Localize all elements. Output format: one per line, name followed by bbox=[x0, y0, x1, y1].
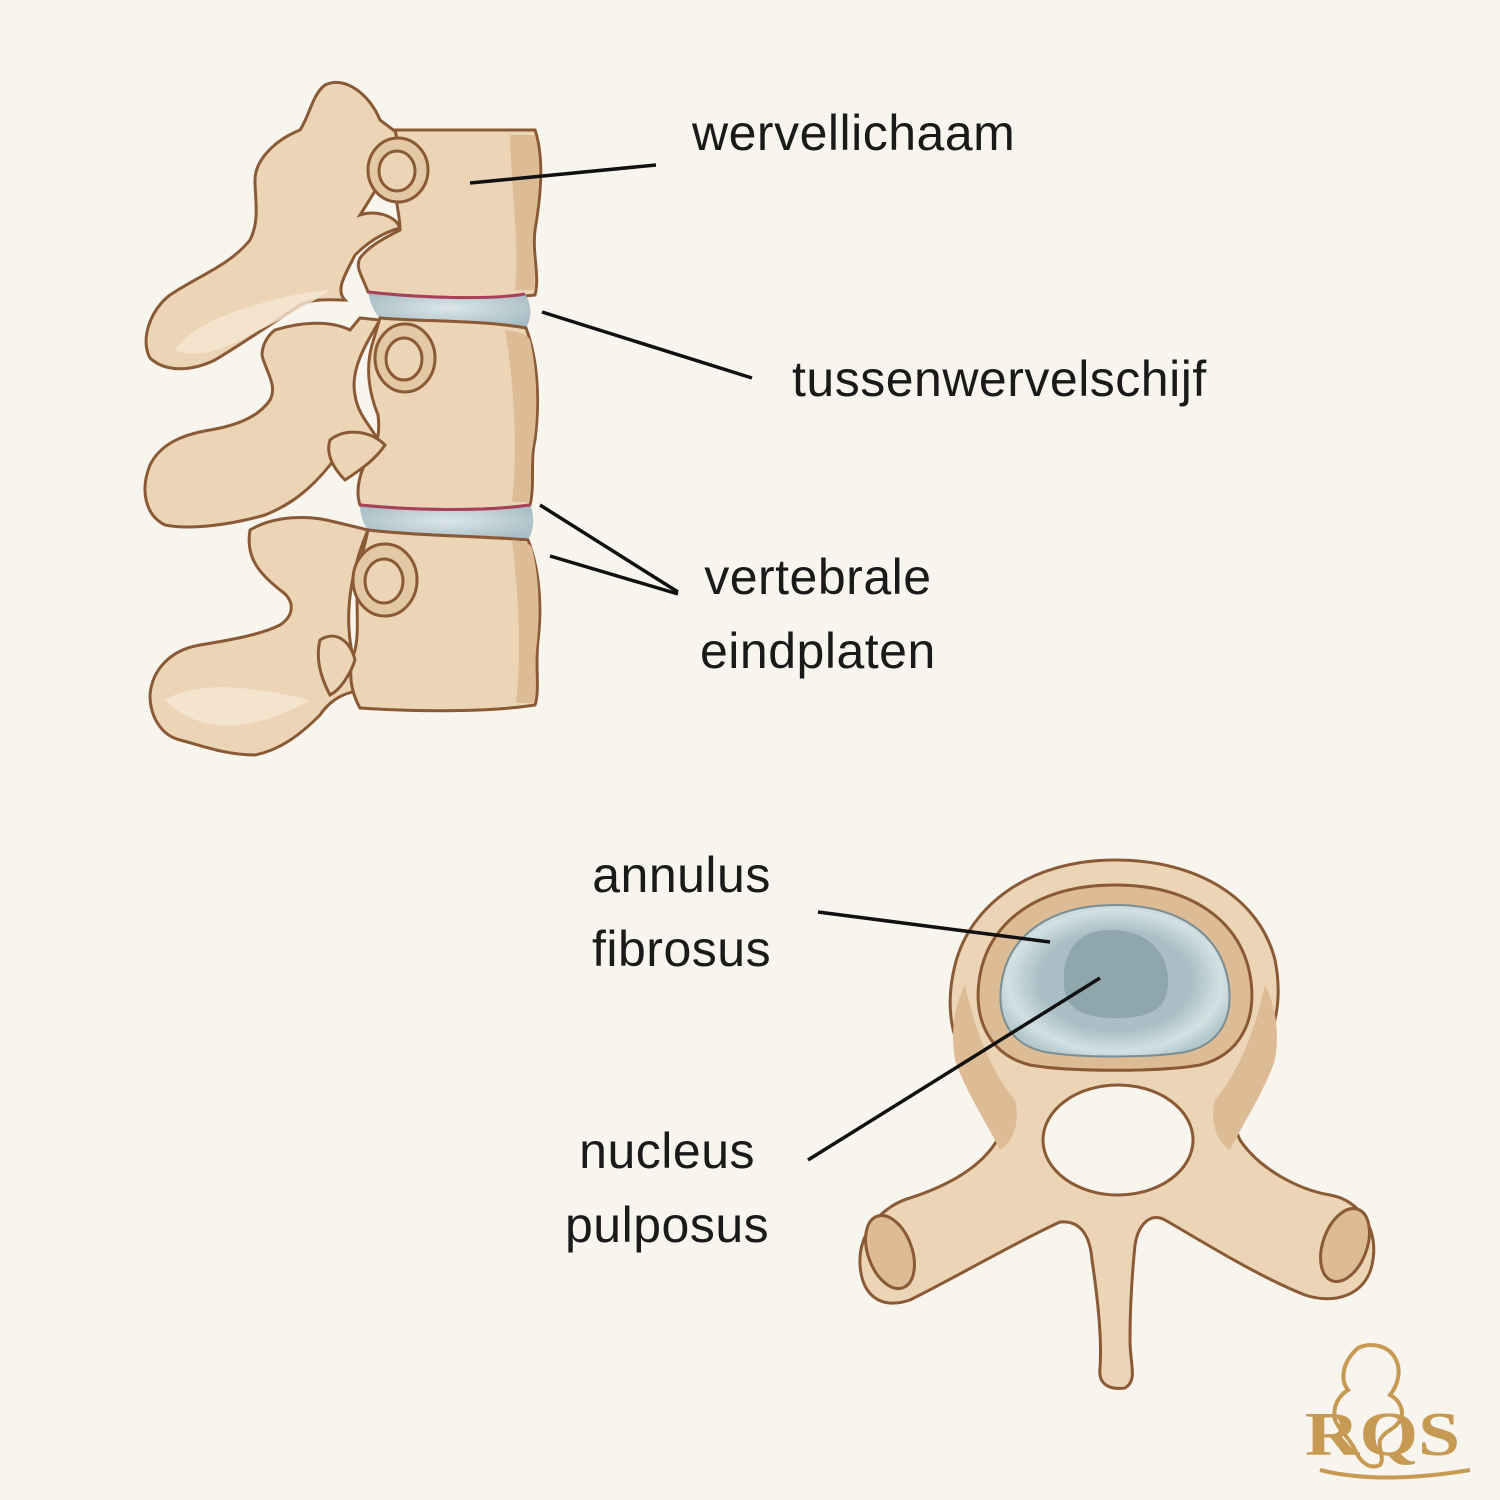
transverse-process-tip-right bbox=[1319, 1207, 1371, 1283]
leader-line-vertebral-body bbox=[469, 163, 657, 185]
label-vertebral-body-text: wervellichaam bbox=[692, 105, 1016, 161]
disc-lower-shape bbox=[360, 505, 534, 540]
facet-joint bbox=[327, 430, 387, 482]
spine-side-view bbox=[143, 80, 543, 757]
logo-swoosh bbox=[1319, 1468, 1471, 1480]
vertebra-bottom-body-shadow bbox=[512, 540, 539, 703]
vertebra-middle-process bbox=[143, 316, 383, 529]
endplate-upper-top bbox=[367, 290, 526, 300]
logo-letters: RQS bbox=[1305, 1401, 1460, 1469]
pedicle-ring-inner bbox=[363, 557, 405, 605]
leader-line-nucleus-pulposus bbox=[807, 976, 1101, 1162]
vertebra-top-view bbox=[858, 858, 1376, 1390]
transverse-process-tip-left bbox=[864, 1214, 916, 1290]
vertebral-foramen bbox=[1041, 1083, 1195, 1197]
rqs-logo: RQS bbox=[1305, 1343, 1471, 1480]
label-vertebral-endplates: vertebrale eindplaten bbox=[700, 540, 936, 688]
vertebra-top-process-shadow bbox=[175, 290, 330, 354]
nucleus-pulposus-shape bbox=[1063, 930, 1169, 1018]
label-nucleus-line2: pulposus bbox=[565, 1197, 770, 1253]
vertebra-top-view-shadow-left bbox=[953, 985, 1017, 1150]
vertebra-top bbox=[144, 80, 543, 371]
vertebra-middle bbox=[143, 316, 540, 529]
label-annulus-line1: annulus bbox=[592, 847, 771, 903]
vertebra-middle-body-shadow bbox=[505, 330, 537, 502]
leader-line-endplate-lower bbox=[549, 554, 679, 596]
leader-line-annulus-fibrosus bbox=[817, 910, 1051, 944]
label-nucleus-pulposus: nucleus pulposus bbox=[565, 1114, 769, 1262]
label-annulus-line2: fibrosus bbox=[592, 921, 772, 977]
label-vertebral-body: wervellichaam bbox=[692, 96, 1015, 170]
pedicle-ring-inner bbox=[384, 336, 424, 382]
label-intervertebral-disc-text: tussenwervelschijf bbox=[792, 351, 1207, 407]
leader-line-endplate-upper bbox=[539, 503, 679, 594]
vertebra-bottom bbox=[148, 515, 542, 757]
leader-lines bbox=[469, 163, 1101, 1162]
label-annulus-fibrosus: annulus fibrosus bbox=[592, 838, 771, 986]
pedicle-ring-inner bbox=[377, 149, 417, 193]
label-endplates-line1: vertebrale bbox=[704, 549, 932, 605]
vertebra-top-process bbox=[144, 80, 403, 371]
label-intervertebral-disc: tussenwervelschijf bbox=[792, 342, 1207, 416]
leader-line-intervertebral-disc bbox=[541, 310, 753, 380]
lion-icon bbox=[1332, 1343, 1404, 1469]
label-endplates-line2: eindplaten bbox=[700, 623, 936, 679]
label-nucleus-line1: nucleus bbox=[579, 1123, 755, 1179]
endplate-lower-top bbox=[359, 503, 531, 512]
vertebra-top-view-shadow-right bbox=[1213, 985, 1277, 1150]
vertebra-top-body-shadow bbox=[510, 135, 540, 290]
vertebra-bottom-process-shadow bbox=[165, 687, 310, 726]
facet-joint bbox=[316, 634, 357, 697]
